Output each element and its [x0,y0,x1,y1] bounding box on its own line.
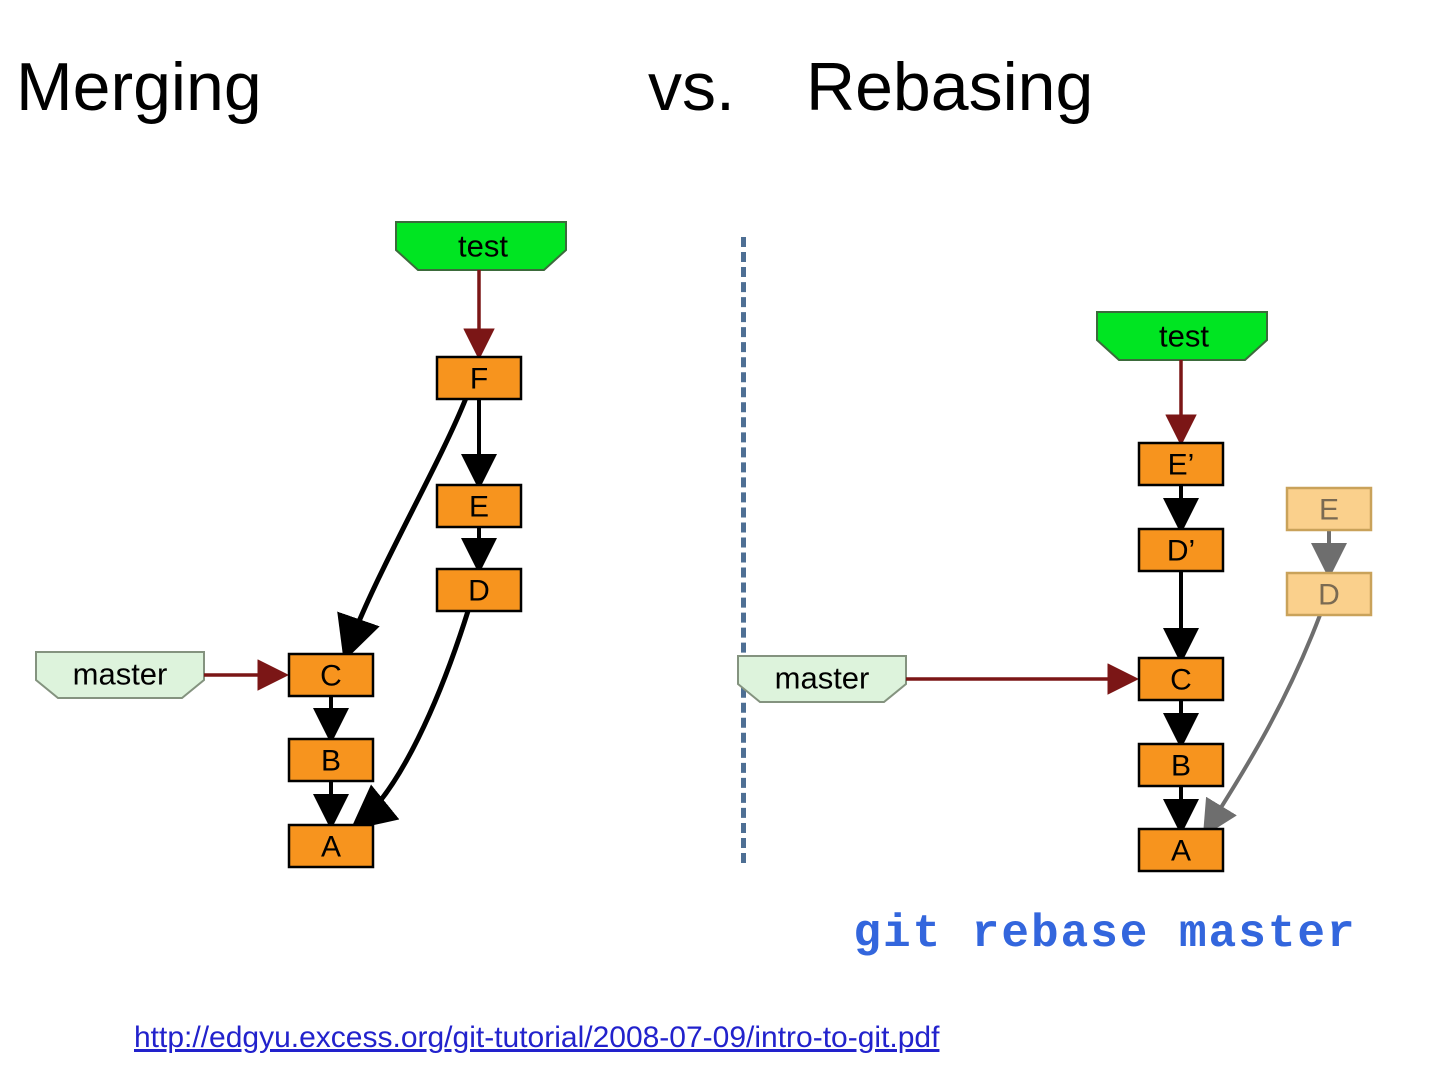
page-title-merging: Merging [16,49,262,125]
section-divider [741,237,746,863]
branch-tag-master-label: master [73,657,168,692]
page-title-rebasing: Rebasing [806,49,1094,125]
rebase-command-caption: git rebase master [853,908,1357,960]
commit-node-Dprime-box [1137,527,1225,573]
slide-title-row: Merging vs. Rebasing [0,48,1440,148]
branch-tag-master-shape [737,655,907,703]
commit-node-D-ghost-label: D [1318,579,1340,612]
commit-node-D-ghost-box [1285,571,1373,617]
commit-node-B-label: B [1171,750,1191,783]
branch-tag-master[interactable]: master [35,651,205,699]
branch-tag-master-shape [35,651,205,699]
commit-node-C-label: C [1170,664,1192,697]
commit-node-D-ghost[interactable]: D [1285,571,1373,617]
commit-node-D-label: D [468,575,490,608]
commit-node-A-box [1137,827,1225,873]
commit-node-A-label: A [1171,835,1191,868]
commit-node-Eprime-label: E’ [1168,449,1195,482]
commit-node-C[interactable]: C [1137,656,1225,702]
commit-node-B-box [287,737,375,783]
branch-tag-master[interactable]: master [737,655,907,703]
commit-node-B-label: B [321,745,341,778]
commit-node-E-label: E [469,491,489,524]
commit-node-D[interactable]: D [435,567,523,613]
commit-node-E-box [435,483,523,529]
commit-node-Eprime[interactable]: E’ [1137,441,1225,487]
commit-node-C-label: C [320,660,342,693]
edge-D-to-A [350,610,471,831]
commit-node-Dprime[interactable]: D’ [1137,527,1225,573]
commit-node-A-box [287,823,375,869]
branch-tag-test[interactable]: test [1096,311,1268,361]
source-url-link[interactable]: http://edgyu.excess.org/git-tutorial/200… [134,1021,940,1054]
edge-D-ghost-to-A [1202,614,1322,837]
commit-node-E-ghost-label: E [1319,494,1339,527]
commit-node-B[interactable]: B [287,737,375,783]
edge-F-to-C [337,397,469,662]
branch-tag-test-label: test [458,229,508,264]
branch-tag-master-label: master [775,661,870,696]
commit-node-B-box [1137,742,1225,788]
commit-node-F-label: F [470,363,488,396]
commit-node-A[interactable]: A [1137,827,1225,873]
commit-node-C-box [1137,656,1225,702]
commit-node-C-box [287,652,375,698]
commit-node-A[interactable]: A [287,823,375,869]
merging-commit-graph: test master F E [0,200,720,900]
page-title-vs: vs. [648,49,735,125]
branch-tag-test[interactable]: test [395,221,567,271]
branch-tag-test-label: test [1159,319,1209,354]
branch-tag-test-shape [1096,311,1268,361]
commit-node-A-label: A [321,831,341,864]
commit-node-E-ghost-box [1285,486,1373,532]
rebasing-commit-graph: test master E D [720,200,1440,900]
branch-tag-test-shape [395,221,567,271]
commit-node-Eprime-box [1137,441,1225,487]
commit-node-B[interactable]: B [1137,742,1225,788]
commit-node-C[interactable]: C [287,652,375,698]
commit-node-E-ghost[interactable]: E [1285,486,1373,532]
commit-node-D-box [435,567,523,613]
commit-node-F[interactable]: F [435,355,523,401]
commit-node-Dprime-label: D’ [1167,535,1195,568]
commit-node-E[interactable]: E [435,483,523,529]
commit-node-F-box [435,355,523,401]
